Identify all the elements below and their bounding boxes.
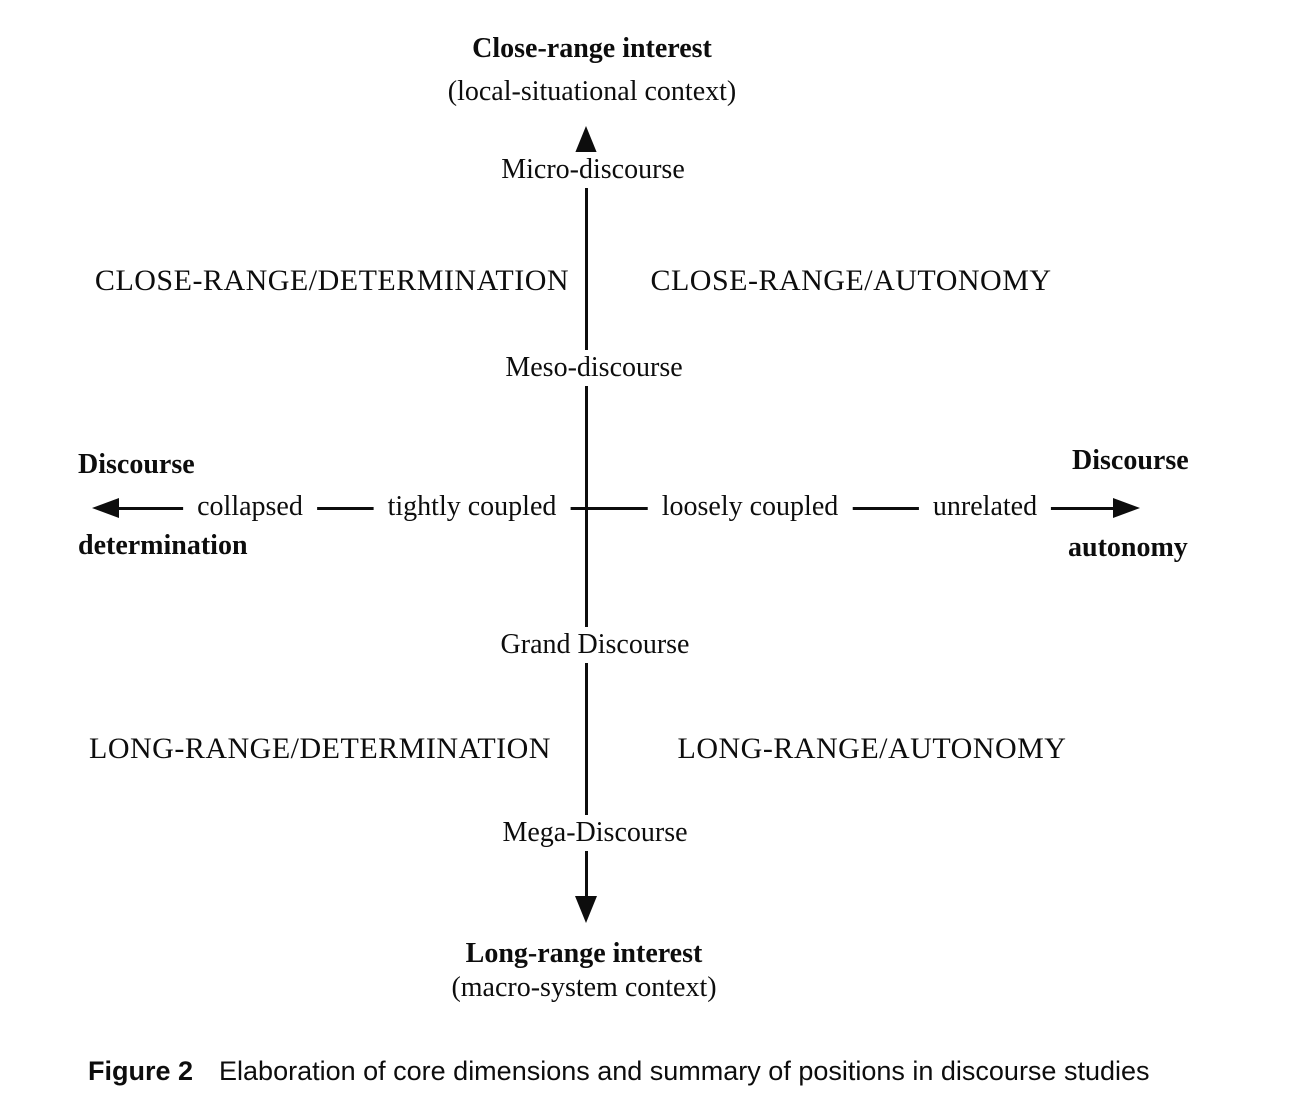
arrow-up-icon [575, 126, 597, 153]
axis-label-micro-discourse: Micro-discourse [493, 152, 693, 188]
close-range-interest-title: Close-range interest [472, 33, 712, 64]
quadrant-close-range-determination: CLOSE-RANGE/DETERMINATION [94, 264, 570, 297]
arrow-down-icon [575, 896, 597, 923]
axis-label-meso-discourse: Meso-discourse [497, 350, 691, 386]
horizontal-axis-line [116, 507, 1116, 510]
axis-label-collapsed: collapsed [183, 491, 317, 523]
axis-label-mega-discourse: Mega-Discourse [494, 815, 696, 851]
axis-label-tightly-coupled: tightly coupled [373, 491, 571, 523]
right-pole-discourse: Discourse [1072, 445, 1189, 476]
left-pole-determination: determination [78, 530, 248, 561]
axis-label-loosely-coupled: loosely coupled [647, 491, 853, 523]
figure-caption-text: Elaboration of core dimensions and summa… [219, 1056, 1150, 1086]
right-pole-autonomy: autonomy [1068, 532, 1188, 563]
arrow-right-icon [1113, 498, 1140, 518]
quadrant-long-range-autonomy: LONG-RANGE/AUTONOMY [677, 732, 1067, 765]
long-range-interest-subtitle: (macro-system context) [451, 972, 717, 1003]
quadrant-close-range-autonomy: CLOSE-RANGE/AUTONOMY [650, 264, 1052, 297]
close-range-interest-subtitle: (local-situational context) [447, 76, 737, 107]
long-range-interest-title: Long-range interest [465, 938, 703, 969]
figure-caption-number: Figure 2 [88, 1056, 194, 1086]
arrow-left-icon [92, 498, 119, 518]
axis-label-unrelated: unrelated [918, 491, 1052, 523]
vertical-axis-line [585, 142, 588, 900]
left-pole-discourse: Discourse [78, 449, 195, 480]
axis-label-grand-discourse: Grand Discourse [492, 627, 698, 663]
figure-caption: Figure 2 Elaboration of core dimensions a… [88, 1056, 1150, 1087]
quadrant-long-range-determination: LONG-RANGE/DETERMINATION [89, 732, 551, 765]
